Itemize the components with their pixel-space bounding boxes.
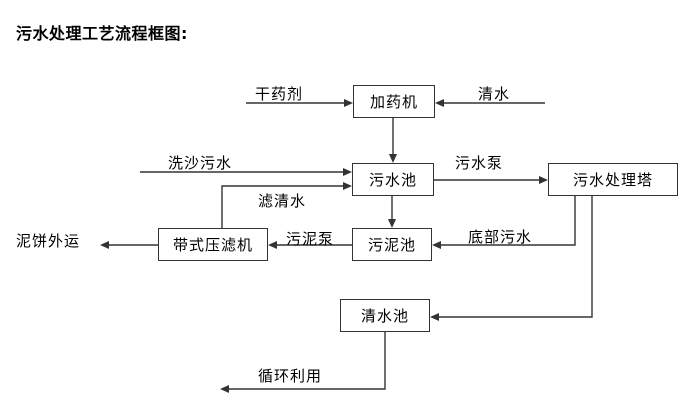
node-label: 加药机 <box>369 93 418 111</box>
node-dosing-machine[interactable]: 加药机 <box>353 85 435 118</box>
edge-sewage-pool-to-sludge-pool <box>388 196 396 228</box>
node-label: 污泥池 <box>367 236 416 254</box>
edge-belt-press-to-mud-cake <box>100 241 158 249</box>
node-sewage-treatment-tower[interactable]: 污水处理塔 <box>548 163 678 196</box>
edge-dosing-to-sewage-pool <box>389 118 397 163</box>
edge-label-bottom-sewage: 底部污水 <box>468 228 533 246</box>
node-sludge-pool[interactable]: 污泥池 <box>352 228 432 261</box>
node-sewage-pool[interactable]: 污水池 <box>352 163 434 196</box>
edge-label-filtrate-water: 滤清水 <box>258 192 307 210</box>
node-clear-water-pool[interactable]: 清水池 <box>340 299 430 332</box>
page-title: 污水处理工艺流程框图: <box>16 24 188 43</box>
edge-tower-to-clear-pool <box>430 196 593 321</box>
edge-label-mud-cake-transport: 泥饼外运 <box>16 232 81 250</box>
node-label: 清水池 <box>360 307 409 325</box>
node-label: 污水处理塔 <box>572 171 653 189</box>
node-label: 污水池 <box>368 171 417 189</box>
edge-sewage-pool-to-tower <box>434 176 548 184</box>
edge-label-recycle-reuse: 循环利用 <box>258 367 323 385</box>
edge-label-sand-washing-sewage: 洗沙污水 <box>168 154 233 172</box>
edge-label-sludge-pump: 污泥泵 <box>286 230 335 248</box>
node-belt-filter-press[interactable]: 带式压滤机 <box>158 228 268 261</box>
edge-label-clean-water: 清水 <box>478 85 511 103</box>
edge-label-sewage-pump: 污水泵 <box>455 154 504 172</box>
edge-label-dry-agent: 干药剂 <box>255 85 304 103</box>
node-label: 带式压滤机 <box>172 236 253 254</box>
